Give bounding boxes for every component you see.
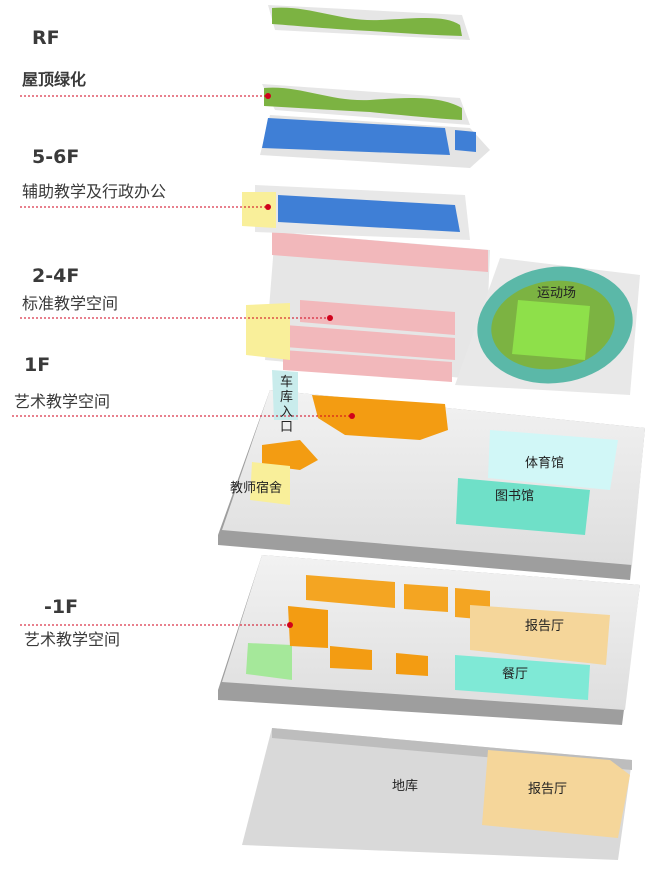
1f-library-block bbox=[456, 478, 590, 535]
b1-lecture-hall-block bbox=[470, 605, 610, 665]
garage-char-2: 库 bbox=[280, 389, 293, 405]
level-5-6f bbox=[20, 115, 490, 240]
b1-orange-room-1 bbox=[306, 575, 395, 608]
basement-level: 地库 报告厅 bbox=[242, 728, 632, 860]
garage-char-3: 入 bbox=[280, 405, 293, 420]
level-b1: 报告厅 餐厅 bbox=[20, 555, 640, 725]
level-2-4f: 运动场 bbox=[20, 232, 640, 395]
1f-garage-entrance bbox=[272, 370, 298, 420]
6f-office-block bbox=[278, 195, 460, 232]
roof-garden-lower bbox=[264, 87, 462, 120]
1f-library-label: 图书馆 bbox=[495, 489, 534, 504]
floor-desc-2-4f: 标准教学空间 bbox=[22, 294, 119, 313]
garage-char-1: 车 bbox=[280, 374, 293, 390]
1f-teacher-dorm-block bbox=[250, 462, 290, 505]
floor-label-rf: RF bbox=[32, 27, 60, 49]
b1-orange-room-2 bbox=[404, 584, 448, 612]
5-6f-marker bbox=[265, 204, 271, 210]
floor-label-5-6f: 5-6F bbox=[32, 146, 80, 168]
2-4f-classroom-row-4 bbox=[283, 350, 452, 382]
b1-orange-room-5 bbox=[330, 646, 372, 670]
2-4f-classroom-row-1 bbox=[272, 232, 488, 272]
b1-dining-block bbox=[455, 655, 590, 700]
1f-art-block bbox=[312, 395, 448, 440]
b1-dining-label: 餐厅 bbox=[502, 666, 528, 682]
5f-office-small bbox=[455, 130, 476, 152]
1f-gym-label: 体育馆 bbox=[525, 455, 564, 471]
floor-desc-5-6f: 辅助教学及行政办公 bbox=[22, 182, 167, 201]
b1-orange-room-6 bbox=[396, 653, 428, 676]
2-4f-classroom-row-2 bbox=[300, 300, 455, 335]
roof-marker bbox=[265, 93, 271, 99]
sports-field-label: 运动场 bbox=[537, 286, 576, 301]
2-4f-classroom-row-3 bbox=[285, 325, 455, 360]
1f-marker bbox=[349, 413, 355, 419]
football-pitch bbox=[512, 300, 590, 360]
garage-char-4: 口 bbox=[280, 420, 293, 435]
b1-orange-room-4 bbox=[288, 606, 328, 648]
floor-desc-b1: 艺术教学空间 bbox=[24, 630, 121, 649]
b1-green-room bbox=[246, 643, 292, 680]
2-4f-yellow-block bbox=[246, 303, 290, 360]
level-1f: 车 库 入 口 教师宿舍 体育馆 图书馆 bbox=[12, 370, 645, 580]
5f-office-block bbox=[262, 118, 450, 155]
6f-yellow-block bbox=[242, 192, 276, 228]
1f-orange-small bbox=[262, 440, 318, 470]
floor-desc-1f: 艺术教学空间 bbox=[14, 392, 111, 411]
level-roof bbox=[20, 5, 470, 125]
1f-gym-block bbox=[488, 430, 618, 490]
basement-room-label: 地库 bbox=[392, 778, 418, 794]
floor-label-1f: 1F bbox=[24, 354, 51, 376]
b1-marker bbox=[287, 622, 293, 628]
b1-lecture-hall-label: 报告厅 bbox=[525, 619, 564, 634]
roof-garden-upper bbox=[272, 7, 462, 36]
1f-teacher-dorm-label: 教师宿舍 bbox=[230, 480, 282, 496]
basement-hall-label: 报告厅 bbox=[528, 782, 567, 797]
floor-label-b1: -1F bbox=[44, 596, 79, 618]
2-4f-marker bbox=[327, 315, 333, 321]
floor-label-2-4f: 2-4F bbox=[32, 265, 80, 287]
basement-hall-block bbox=[482, 750, 630, 838]
floor-desc-rf: 屋顶绿化 bbox=[22, 70, 87, 89]
